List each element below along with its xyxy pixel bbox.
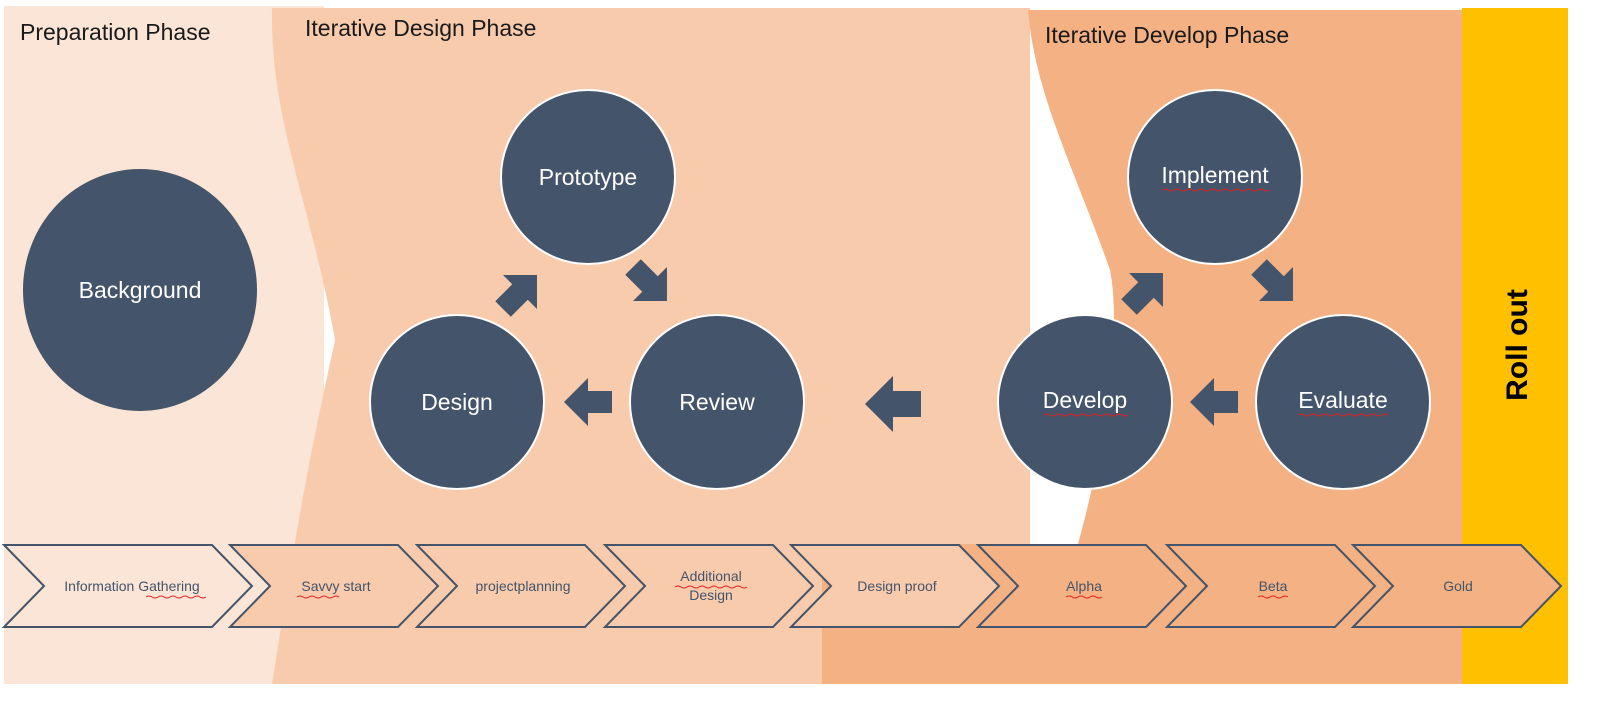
step-label-line1: Alpha: [1066, 578, 1102, 594]
design-circle: [369, 314, 545, 490]
prototype-circle: [500, 89, 676, 265]
evaluate-squiggle: [1297, 413, 1389, 417]
develop-label: Develop: [1043, 387, 1127, 413]
background-circle: [23, 169, 257, 411]
step-chevron: Savvy start: [227, 544, 440, 628]
step-chevron: Design proof: [788, 544, 1001, 628]
step-squiggle: [1257, 595, 1289, 599]
step-label-line1: Gold: [1443, 578, 1473, 594]
prototype-label: Prototype: [539, 164, 637, 190]
background-node: Background: [23, 169, 257, 411]
preparation-phase-title: Preparation Phase: [20, 19, 211, 45]
implement-squiggle: [1161, 188, 1271, 192]
step-chevron-shape: [975, 544, 1188, 628]
implement-node: Implement: [1127, 89, 1303, 265]
step-chevron-shape: [414, 544, 627, 628]
step-label-line1: projectplanning: [476, 578, 571, 594]
review-node: Review: [629, 314, 805, 490]
design-label: Design: [421, 389, 493, 415]
arrow-design-to-prototype-icon: [495, 275, 537, 317]
step-chevron: Information Gathering: [1, 544, 254, 628]
develop-circle: [997, 314, 1173, 490]
step-chevron: Alpha: [975, 544, 1188, 628]
arrows: [495, 259, 1293, 432]
step-label-line1: Information Gathering: [64, 578, 199, 594]
evaluate-node: Evaluate: [1255, 314, 1431, 490]
step-chevron: projectplanning: [414, 544, 627, 628]
implement-label: Implement: [1161, 162, 1269, 188]
step-label-line1: Additional: [680, 568, 742, 584]
step-chevron-shape: [788, 544, 1001, 628]
step-chevron-shape: [227, 544, 440, 628]
step-squiggle: [296, 595, 340, 599]
step-label-line2: Design: [689, 587, 733, 603]
arrow-prototype-to-review-icon: [625, 259, 667, 301]
implement-circle: [1127, 89, 1303, 265]
review-label: Review: [679, 389, 755, 415]
step-squiggle: [145, 595, 207, 599]
step-chevron-shape: [1350, 544, 1563, 628]
rollout-title: Roll out: [1501, 289, 1534, 401]
step-label-line1: Savvy start: [301, 578, 370, 594]
background-label: Background: [79, 277, 202, 303]
step-chevron: Gold: [1350, 544, 1563, 628]
develop-node: Develop: [997, 314, 1173, 490]
arrow-develop-to-implement-icon: [1121, 273, 1163, 315]
review-circle: [629, 314, 805, 490]
step-chevron-shape: [1, 544, 254, 628]
arrow-evaluate-to-develop-icon: [1190, 378, 1238, 426]
step-squiggle: [674, 585, 748, 589]
evaluate-circle: [1255, 314, 1431, 490]
evaluate-label: Evaluate: [1298, 387, 1388, 413]
step-label-line1: Beta: [1259, 578, 1288, 594]
develop-squiggle: [1043, 413, 1129, 417]
step-chevrons: Information Gathering Savvy start projec…: [1, 544, 1563, 628]
arrow-implement-to-evaluate-icon: [1251, 259, 1293, 301]
arrow-develop-to-design-icon: [865, 376, 921, 432]
arrow-review-to-design-icon: [564, 378, 612, 426]
develop-phase-title: Iterative Develop Phase: [1045, 22, 1289, 48]
step-squiggle: [1065, 595, 1103, 599]
prototype-node: Prototype: [500, 89, 676, 265]
step-chevron: Additional Design: [602, 544, 815, 628]
step-label-line1: Design proof: [857, 578, 936, 594]
step-chevron-shape: [1164, 544, 1377, 628]
step-chevron: Beta: [1164, 544, 1377, 628]
step-chevron-shape: [602, 544, 815, 628]
design-node: Design: [369, 314, 545, 490]
design-phase-title: Iterative Design Phase: [305, 15, 536, 41]
